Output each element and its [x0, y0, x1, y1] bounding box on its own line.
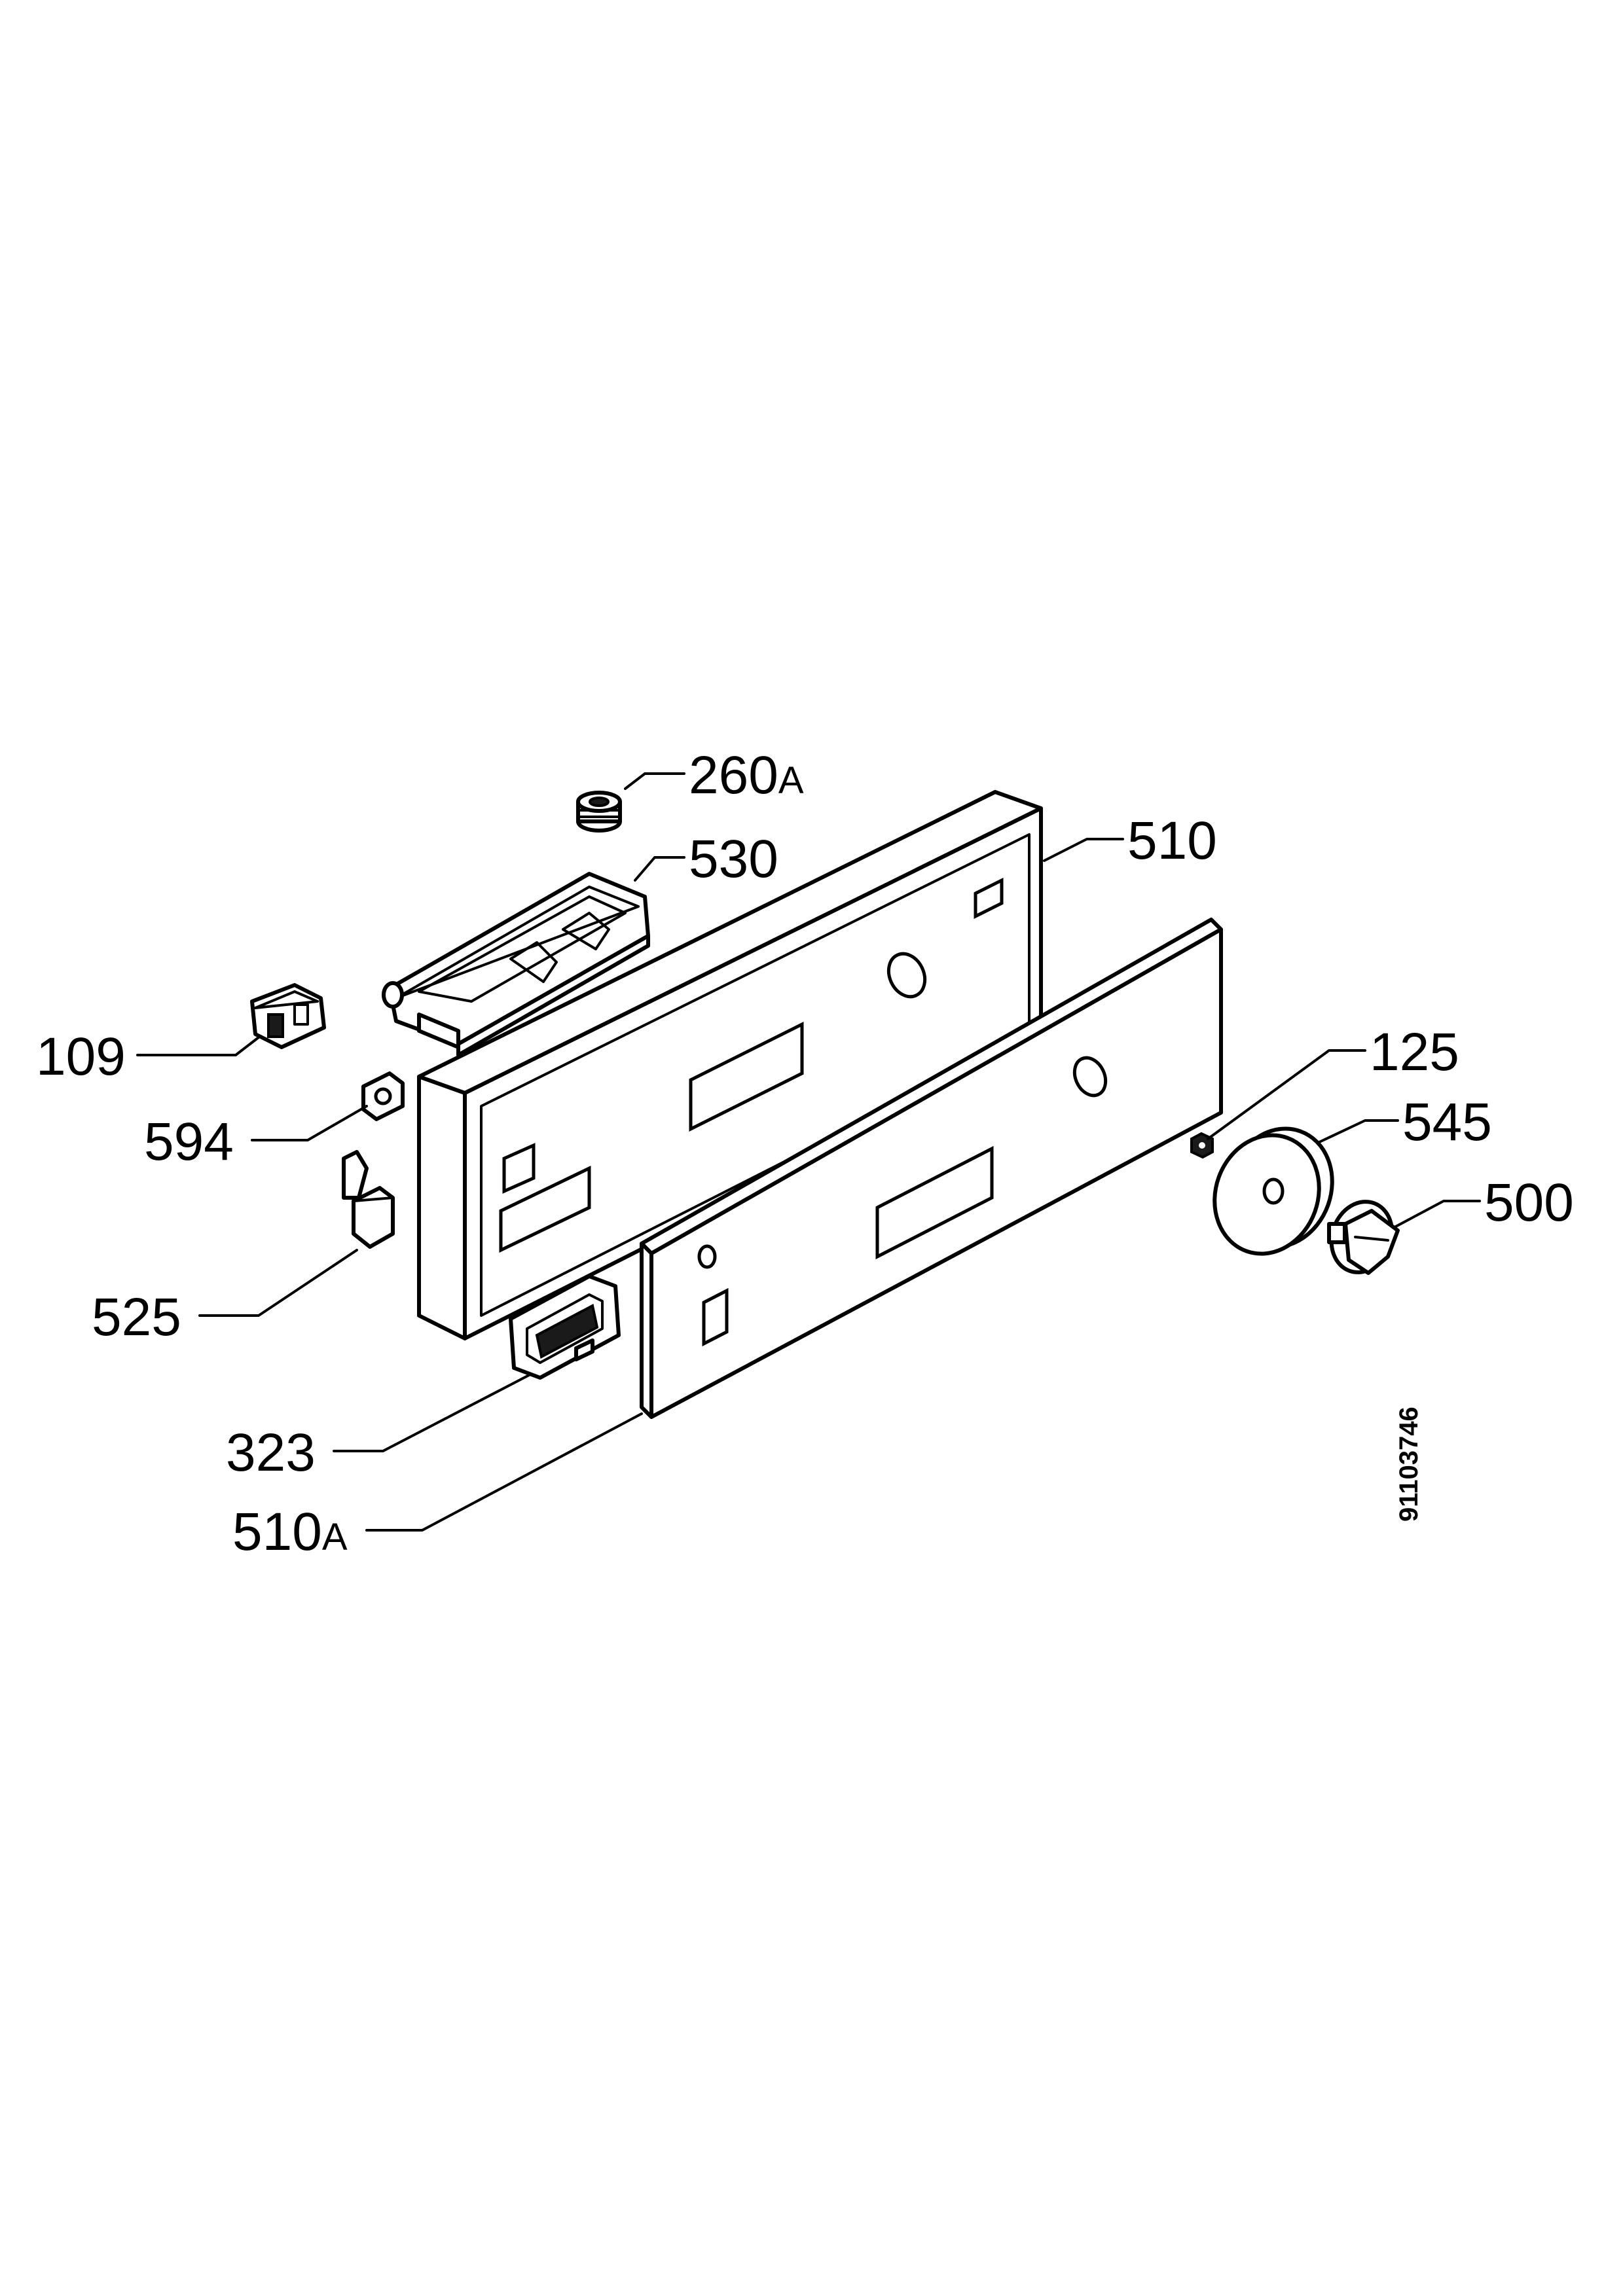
callout-500: 500 — [1484, 1173, 1574, 1232]
leader-500 — [1393, 1200, 1481, 1229]
part-500-knob — [1327, 1200, 1400, 1275]
leader-323 — [333, 1373, 532, 1452]
leader-594 — [251, 1105, 368, 1141]
callout-545: 545 — [1402, 1092, 1492, 1152]
leader-545 — [1318, 1119, 1399, 1143]
callout-594: 594 — [144, 1112, 234, 1172]
leader-530 — [634, 856, 685, 882]
part-525-lever — [342, 1150, 395, 1249]
callout-530: 530 — [689, 829, 778, 889]
leader-lines — [136, 772, 1481, 1532]
part-109-clip — [250, 983, 326, 1049]
callout-109: 109 — [36, 1027, 126, 1086]
part-594-washer — [361, 1071, 405, 1121]
callout-510: 510 — [1127, 811, 1217, 870]
callout-260a: 260A — [689, 745, 804, 805]
callout-labels: 260A 530 510 109 125 545 594 500 525 323… — [36, 745, 1574, 1562]
part-260a-spring — [576, 791, 622, 833]
callout-323: 323 — [226, 1423, 316, 1482]
callout-125: 125 — [1370, 1022, 1459, 1082]
leader-525 — [198, 1249, 358, 1317]
leader-260a — [624, 772, 685, 790]
part-545-knob-disc — [1213, 1126, 1334, 1256]
leader-109 — [136, 1036, 260, 1056]
document-number: 91103746 — [1395, 1407, 1423, 1522]
callout-510a: 510A — [232, 1502, 348, 1562]
leader-510a — [365, 1412, 643, 1532]
callout-525: 525 — [92, 1287, 181, 1347]
leader-510 — [1043, 838, 1124, 862]
leader-125 — [1207, 1049, 1366, 1140]
part-510a-front-panel — [640, 918, 1223, 1419]
part-530-switch-housing — [382, 872, 650, 1057]
part-510-control-panel — [417, 790, 1043, 1340]
part-323-bezel — [509, 1274, 621, 1380]
